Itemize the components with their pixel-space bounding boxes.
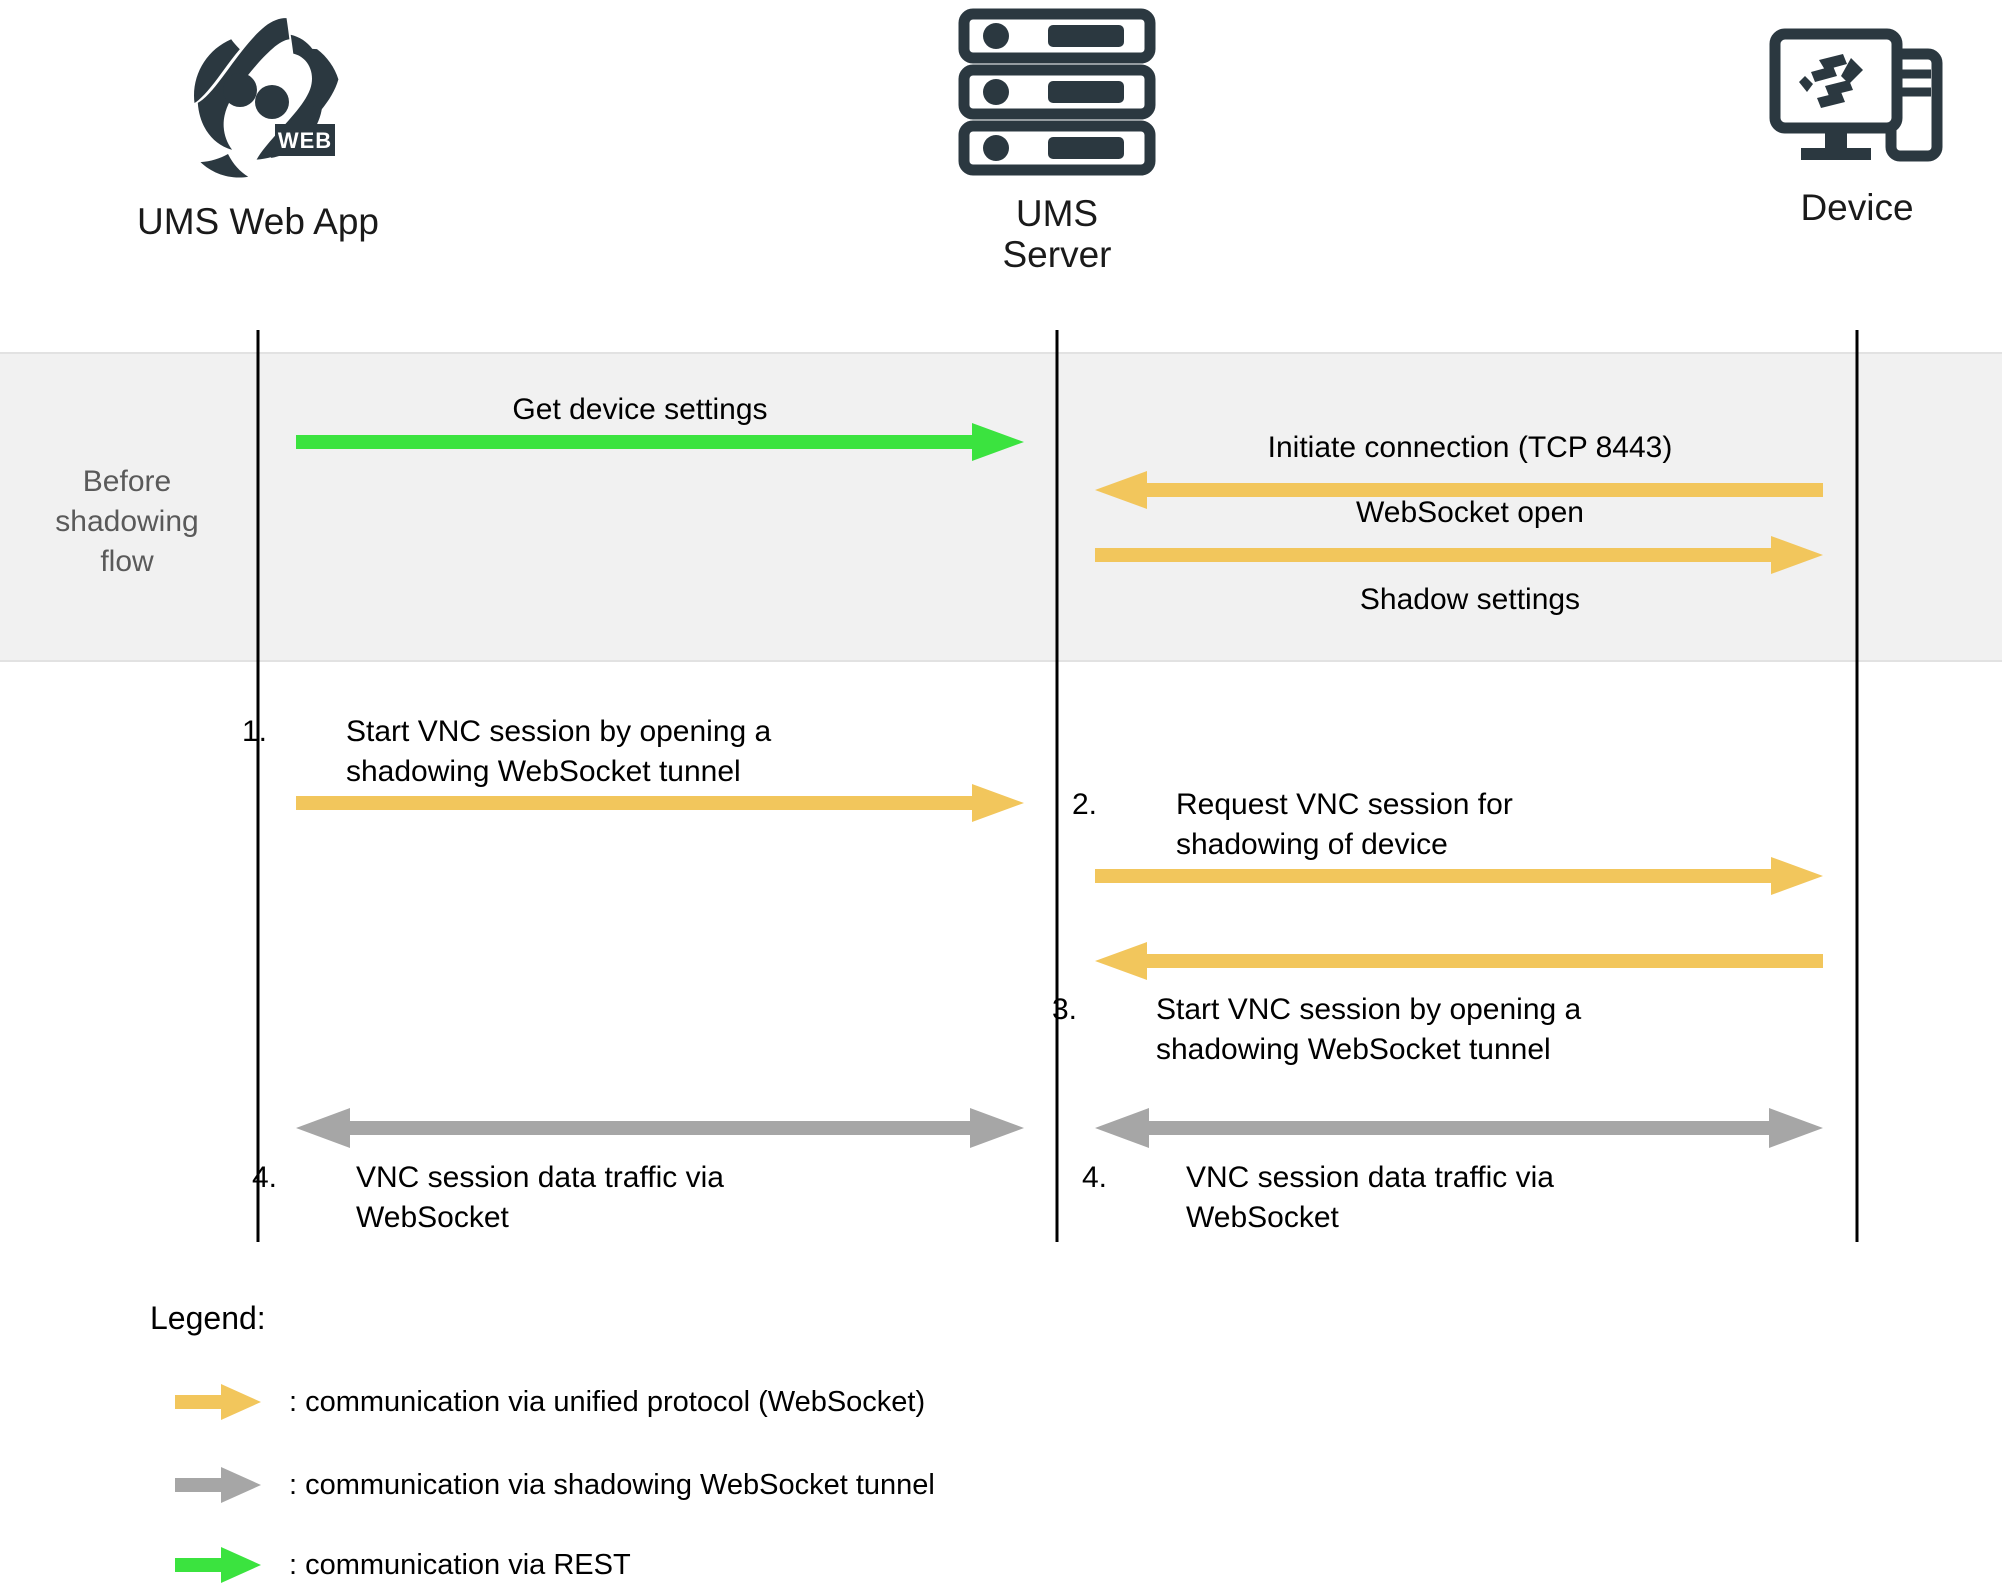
legend-text-websocket: : communication via unified protocol (We… bbox=[289, 1385, 926, 1418]
phase-band-before-shadowing bbox=[0, 352, 2002, 662]
message-label-step-2: 2. Request VNC session for shadowing of d… bbox=[1072, 785, 1816, 865]
actor-web-app: WEB UMS Web App bbox=[48, 6, 468, 242]
phase-band-label: Before shadowing flow bbox=[55, 465, 199, 578]
step-text-2: Request VNC session for shadowing of dev… bbox=[1176, 788, 1513, 861]
message-arrow-step-1 bbox=[296, 784, 1024, 822]
message-label-step-3: 3. Start VNC session by opening a shadowi… bbox=[1052, 990, 1836, 1070]
message-arrow-get-device-settings bbox=[296, 423, 1024, 461]
step-number-1: 1. bbox=[242, 715, 268, 748]
arrow-right-websocket-icon bbox=[175, 1382, 261, 1422]
server-rack-icon bbox=[847, 6, 1267, 183]
message-label-initiate-connection: Initiate connection (TCP 8443) bbox=[1267, 431, 1673, 464]
legend-item-tunnel: : communication via shadowing WebSocket … bbox=[175, 1465, 935, 1505]
actor-label-server: UMS Server bbox=[1002, 193, 1112, 276]
message-label-get-device-settings: Get device settings bbox=[512, 393, 768, 426]
legend-text-rest: : communication via REST bbox=[289, 1548, 631, 1581]
actor-label-web-app: UMS Web App bbox=[137, 201, 379, 242]
message-arrow-step-2 bbox=[1095, 857, 1823, 895]
step-number-4-left: 4. bbox=[252, 1161, 278, 1194]
message-label-shadow-settings: Shadow settings bbox=[1359, 583, 1581, 616]
message-arrow-websocket-open bbox=[1095, 536, 1823, 574]
actor-label-device: Device bbox=[1800, 187, 1914, 228]
lifeline-web-app bbox=[256, 330, 260, 1242]
step-number-3: 3. bbox=[1052, 993, 1078, 1026]
message-arrow-step-4-right bbox=[1095, 1108, 1823, 1148]
message-label-step-4-left: 4. VNC session data traffic via WebSocket bbox=[252, 1158, 976, 1238]
step-text-4-right: VNC session data traffic via WebSocket bbox=[1186, 1161, 1554, 1234]
lifeline-server bbox=[1055, 330, 1059, 1242]
actor-server: UMS Server bbox=[847, 6, 1267, 276]
step-text-4-left: VNC session data traffic via WebSocket bbox=[356, 1161, 724, 1234]
message-arrow-step-3 bbox=[1095, 942, 1823, 980]
message-arrow-initiate-connection bbox=[1095, 471, 1823, 509]
desktop-device-icon bbox=[1647, 24, 2002, 177]
message-label-step-1: 1. Start VNC session by opening a shadowi… bbox=[242, 712, 986, 792]
step-text-1: Start VNC session by opening a shadowing… bbox=[346, 715, 772, 788]
legend-item-websocket: : communication via unified protocol (We… bbox=[175, 1382, 925, 1422]
ums-web-logo-icon: WEB bbox=[48, 6, 468, 191]
actor-device: Device bbox=[1647, 24, 2002, 228]
step-number-2: 2. bbox=[1072, 788, 1098, 821]
message-label-step-4-right: 4. VNC session data traffic via WebSocket bbox=[1082, 1158, 1806, 1238]
svg-text:WEB: WEB bbox=[278, 128, 332, 153]
arrow-right-rest-icon bbox=[175, 1545, 261, 1585]
arrow-right-tunnel-icon bbox=[175, 1465, 261, 1505]
lifeline-device bbox=[1855, 330, 1859, 1242]
message-arrow-step-4-left bbox=[296, 1108, 1024, 1148]
legend-text-tunnel: : communication via shadowing WebSocket … bbox=[289, 1468, 935, 1501]
legend-title: Legend: bbox=[150, 1300, 266, 1336]
legend-item-rest: : communication via REST bbox=[175, 1545, 631, 1585]
step-number-4-right: 4. bbox=[1082, 1161, 1108, 1194]
step-text-3: Start VNC session by opening a shadowing… bbox=[1156, 993, 1582, 1066]
message-label-websocket-open: WebSocket open bbox=[1356, 496, 1584, 529]
